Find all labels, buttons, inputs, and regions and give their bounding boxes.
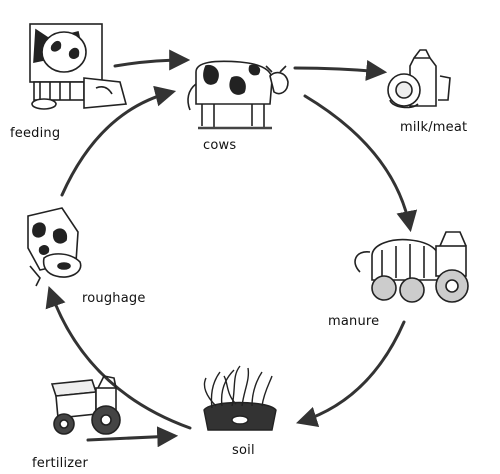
arrow-manure-to-soil: [295, 320, 406, 427]
fertilizer-spreader-icon: [50, 375, 121, 435]
cycle-arrows: [45, 49, 418, 448]
arrow-feeding-to-cows: [113, 49, 191, 71]
arrow-fertilizer-to-soil: [86, 426, 179, 448]
label-soil: soil: [232, 443, 255, 458]
roughage-hay-icon: [27, 207, 82, 287]
manure-tractor-icon: [354, 231, 469, 303]
arrow-roughage-to-feeding: [60, 85, 177, 197]
label-cows: cows: [203, 138, 237, 153]
soil-grass-icon: [203, 365, 277, 431]
arrow-cows-to-manure: [303, 94, 418, 233]
label-fertilizer: fertilizer: [32, 456, 89, 471]
cow-icon: [187, 60, 289, 130]
label-manure: manure: [328, 314, 380, 329]
label-feeding: feeding: [10, 126, 61, 141]
arrow-soil-to-roughage: [45, 286, 192, 430]
label-milk-meat: milk/meat: [400, 120, 468, 135]
arrow-cows-to-milk: [293, 59, 388, 81]
milk-meat-icon: [387, 49, 451, 109]
feeding-barn-icon: [29, 23, 128, 110]
label-roughage: roughage: [82, 291, 146, 306]
